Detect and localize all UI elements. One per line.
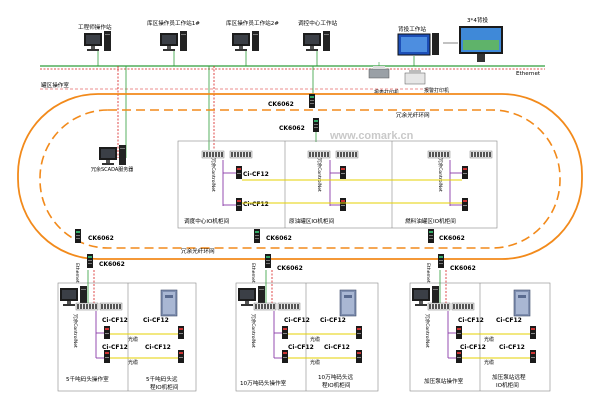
svg-text:冗余ControlNet: 冗余ControlNet <box>424 314 431 348</box>
svg-text:3*4背投: 3*4背投 <box>467 16 489 24</box>
svg-text:Ci-CF12: Ci-CF12 <box>460 344 486 351</box>
svg-text:冗余SCADA服务器: 冗余SCADA服务器 <box>91 166 133 173</box>
station-3-switches: CK6062 CK6062 Ethernet <box>425 229 476 283</box>
report-printer: 报表打印机 <box>368 62 399 96</box>
control-center-workstation: 调控中心工作站 <box>298 19 338 66</box>
ring-label-top: 冗余光纤环网 <box>396 111 430 119</box>
svg-text:Ci-CF12: Ci-CF12 <box>499 344 525 351</box>
svg-text:原油罐区IO机柜间: 原油罐区IO机柜间 <box>289 217 335 225</box>
top-cabinet-frame <box>177 140 498 229</box>
svg-text:5千吨码头操作室: 5千吨码头操作室 <box>66 375 109 383</box>
s3-remote-line1: 加压泵站远程 <box>492 373 526 381</box>
dispatch-cabinet: 冗余ControlNet Ci-CF12 Ci-CF12 调度中心IO机柜间 <box>184 150 269 225</box>
zone-room-label: 罐区操作室 <box>41 81 69 89</box>
svg-text:光缆: 光缆 <box>484 336 494 343</box>
fuel-cabinet: 冗余ControlNet 燃料油罐区IO机柜间 <box>405 150 493 225</box>
s2-remote-line1: 10万吨码头远 <box>318 373 353 381</box>
ck6062-top-upper: CK6062 <box>268 94 315 108</box>
svg-text:调控中心工作站: 调控中心工作站 <box>298 19 338 27</box>
svg-text:Ci-CF12: Ci-CF12 <box>288 344 314 351</box>
svg-text:光缆: 光缆 <box>128 359 138 366</box>
alarm-printer: 报警打印机 <box>404 70 449 94</box>
svg-text:Ethernet: Ethernet <box>250 263 256 283</box>
svg-text:CK6062: CK6062 <box>99 261 125 268</box>
svg-text:光缆: 光缆 <box>128 336 138 343</box>
svg-text:CK6062: CK6062 <box>266 235 292 242</box>
scada-server: 冗余SCADA服务器 <box>91 145 133 173</box>
s3-remote-line2: IO机柜间 <box>496 381 519 389</box>
svg-text:Ci-CF12: Ci-CF12 <box>145 344 171 351</box>
station-1-frame <box>57 282 197 392</box>
svg-text:Ci-CF12: Ci-CF12 <box>496 317 522 324</box>
station-2-room: 冗余ControlNet Ci-CF12 Ci-CF12 10万吨码头操作室 <box>238 270 314 387</box>
svg-text:CK6062: CK6062 <box>277 265 303 272</box>
svg-text:报警打印机: 报警打印机 <box>424 87 449 94</box>
svg-text:Ci-CF12: Ci-CF12 <box>458 317 484 324</box>
svg-text:Ci-CF12: Ci-CF12 <box>243 201 269 208</box>
s1-remote-line1: 5千吨码头远 <box>146 375 178 383</box>
watermark: www.comark.cn <box>329 130 414 142</box>
ck6062-top-lower: CK6062 <box>279 118 319 132</box>
svg-text:冗余ControlNet: 冗余ControlNet <box>437 158 444 192</box>
svg-text:CK6062: CK6062 <box>268 101 294 108</box>
station-2-remote: Ci-CF12 Ci-CF12 光缆 光缆 10万吨码头远 程IO机柜间 <box>288 289 362 389</box>
svg-text:报表打印机: 报表打印机 <box>374 89 399 96</box>
s1-remote-line2: 程IO机柜间 <box>150 383 179 391</box>
tank-operator-station-1: 库区操作员工作站1# <box>147 19 200 66</box>
crude-cabinet: 冗余ControlNet 原油罐区IO机柜间 <box>289 150 359 225</box>
station-2-switches: CK6062 CK6062 Ethernet <box>250 229 303 283</box>
station-3-room: 冗余ControlNet Ci-CF12 Ci-CF12 加压泵站操作室 <box>412 270 486 385</box>
svg-text:Ethernet: Ethernet <box>425 263 431 283</box>
svg-text:Ci-CF12: Ci-CF12 <box>320 317 346 324</box>
svg-text:CK6062: CK6062 <box>439 235 465 242</box>
fiber-ring-inner <box>39 109 561 249</box>
svg-text:Ci-CF12: Ci-CF12 <box>143 317 169 324</box>
svg-text:加压泵站操作室: 加压泵站操作室 <box>424 377 464 385</box>
engineer-workstation: 工程师操作站 <box>78 23 112 66</box>
svg-text:Ci-CF12: Ci-CF12 <box>102 344 128 351</box>
svg-text:Ethernet: Ethernet <box>74 263 80 283</box>
station-1-switches: CK6062 CK6062 Ethernet <box>74 229 125 283</box>
station-3-remote: Ci-CF12 Ci-CF12 光缆 光缆 加压泵站远程 IO机柜间 <box>462 289 536 389</box>
station-1-remote: Ci-CF12 Ci-CF12 光缆 光缆 5千吨码头远 程IO机柜间 <box>110 289 184 391</box>
backup-projection-screen: 3*4背投 <box>443 16 503 62</box>
svg-text:冗余ControlNet: 冗余ControlNet <box>316 158 323 192</box>
svg-text:Ci-CF12: Ci-CF12 <box>324 344 350 351</box>
svg-text:CK6062: CK6062 <box>279 125 305 132</box>
svg-text:工程师操作站: 工程师操作站 <box>78 23 112 31</box>
svg-text:光缆: 光缆 <box>310 359 320 366</box>
fiber-ring-outer <box>17 93 583 260</box>
svg-text:调度中心IO机柜间: 调度中心IO机柜间 <box>184 217 230 225</box>
tank-operator-station-2: 库区操作员工作站2# <box>226 19 279 66</box>
backup-workstation: 背投工作站 <box>397 25 439 66</box>
svg-text:光缆: 光缆 <box>484 359 494 366</box>
svg-text:光缆: 光缆 <box>310 336 320 343</box>
svg-text:Ci-CF12: Ci-CF12 <box>284 317 310 324</box>
svg-text:冗余ControlNet: 冗余ControlNet <box>210 158 217 192</box>
svg-text:Ci-CF12: Ci-CF12 <box>102 317 128 324</box>
station-1-room: 冗余ControlNet Ci-CF12 Ci-CF12 5千吨码头操作室 <box>60 270 128 383</box>
ethernet-label: Ethernet <box>516 71 541 77</box>
station-2-frame <box>235 282 379 392</box>
svg-text:库区操作员工作站2#: 库区操作员工作站2# <box>226 19 279 27</box>
svg-text:10万吨码头操作室: 10万吨码头操作室 <box>240 379 287 387</box>
svg-text:库区操作员工作站1#: 库区操作员工作站1# <box>147 19 200 27</box>
svg-text:背投工作站: 背投工作站 <box>398 25 426 33</box>
svg-text:CK6062: CK6062 <box>450 265 476 272</box>
svg-text:CK6062: CK6062 <box>88 235 114 242</box>
ring-label-bottom: 冗余光纤环网 <box>181 247 215 255</box>
svg-text:Ci-CF12: Ci-CF12 <box>243 171 269 178</box>
svg-text:燃料油罐区IO机柜间: 燃料油罐区IO机柜间 <box>405 217 456 225</box>
s2-remote-line2: 程IO机柜间 <box>322 381 351 389</box>
svg-text:冗余ControlNet: 冗余ControlNet <box>72 314 79 348</box>
svg-text:冗余ControlNet: 冗余ControlNet <box>250 314 257 348</box>
